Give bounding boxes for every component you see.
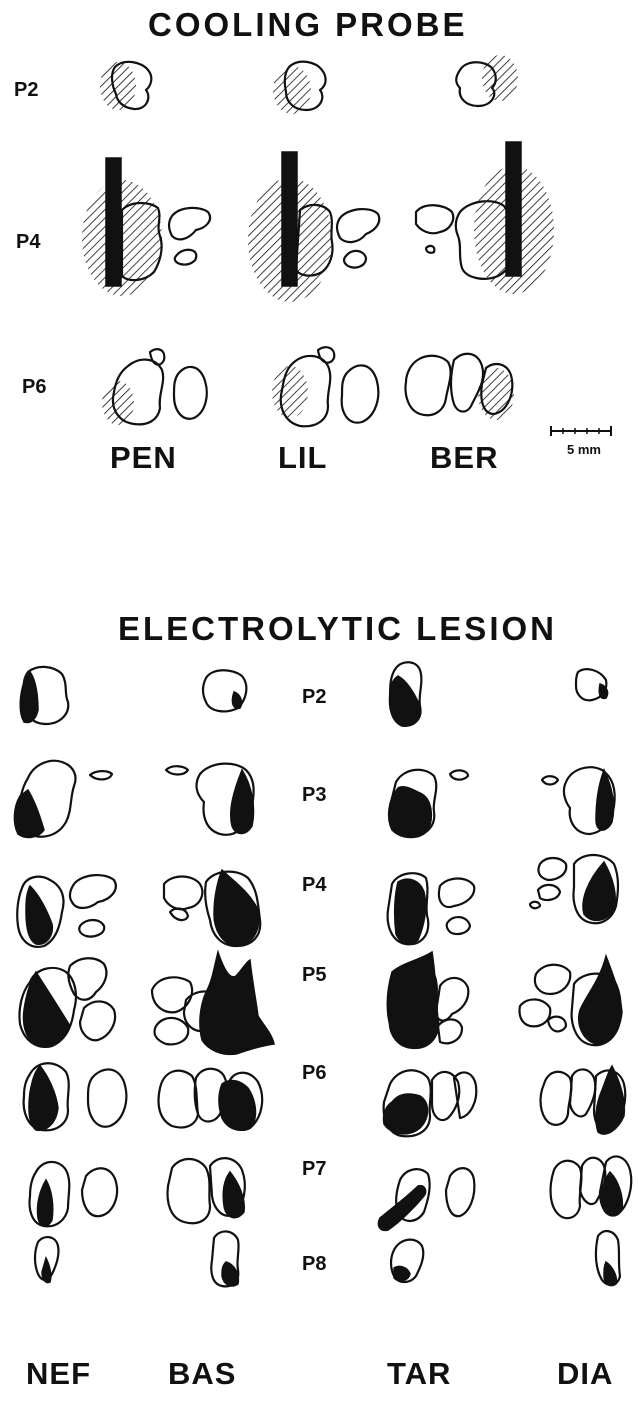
lesion-nef-p5-section [19, 958, 115, 1047]
lesion-dia-p4-section [530, 855, 618, 923]
cooling-lil-p6-section [272, 347, 378, 426]
lesion-tar-p2-section [390, 662, 422, 726]
lesion-nef-p2-section [20, 667, 68, 724]
lesion-bas-p8-section [211, 1231, 238, 1286]
lesion-tar-p6-section [383, 1070, 476, 1136]
scale-bar [551, 426, 611, 436]
lesion-tar-p8-section [391, 1240, 423, 1282]
lesion-bas-p3-section [166, 764, 254, 835]
cooling-lil-p4-section [248, 152, 379, 302]
lesion-dia-p3-section [542, 767, 615, 834]
lesion-bas-p2-section [203, 670, 246, 711]
cooling-pen-p2-section [100, 62, 151, 110]
lesion-dia-p8-section [596, 1231, 620, 1286]
cooling-ber-p4-section [416, 142, 554, 294]
lesion-bas-p6-section [159, 1069, 263, 1130]
cooling-pen-p4-section [82, 158, 210, 296]
lesion-dia-p7-section [551, 1156, 632, 1218]
lesion-dia-p5-section [519, 956, 622, 1045]
lesion-nef-p7-section [30, 1162, 118, 1226]
cooling-ber-p6-section [406, 354, 514, 420]
cooling-lil-p2-section [273, 62, 326, 114]
cooling-ber-p2-section [456, 55, 518, 106]
cooling-pen-p6-section [102, 349, 207, 425]
lesion-tar-p3-section [389, 770, 468, 838]
lesion-nef-p4-section [17, 875, 116, 947]
lesion-nef-p3-section [14, 761, 112, 838]
lesion-bas-p4-section [164, 870, 260, 946]
lesion-tar-p7-section [378, 1168, 474, 1230]
lesion-nef-p6-section [24, 1063, 127, 1130]
lesion-dia-p6-section [541, 1066, 626, 1134]
lesion-dia-p2-section [576, 669, 608, 700]
lesion-bas-p7-section [168, 1158, 245, 1223]
lesion-tar-p5-section [387, 952, 468, 1048]
lesion-nef-p8-section [35, 1237, 59, 1282]
lesion-bas-p5-section [152, 952, 274, 1054]
lesion-tar-p4-section [388, 873, 475, 944]
